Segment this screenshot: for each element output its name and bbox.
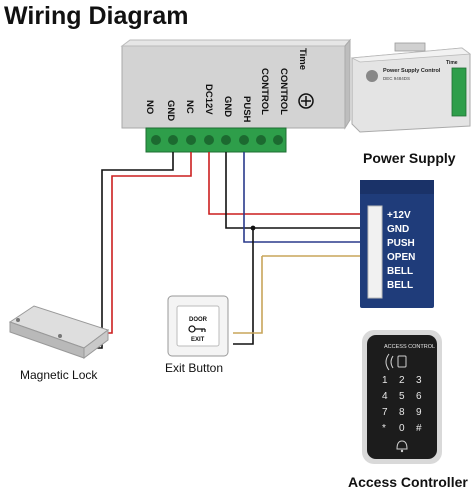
access-controller-keypad: ACCESS CONTROL 1 2 3 4 5 6 7 8 9 * 0 # [362,330,442,464]
terminal-label-gnd-1: GND [165,100,176,121]
terminal-label-dc12v: DC12V [203,84,214,115]
wire-push-blue [243,152,372,243]
wire-gnd-black [225,152,372,229]
key-7: 7 [382,407,388,418]
key-4: 4 [382,391,388,402]
power-supply-panel-model: DEC 9484DS [383,76,410,81]
reader-board: +12V GND PUSH OPEN BELL BELL [360,180,434,308]
power-supply-bracket [394,42,426,52]
exit-plate-top: DOOR [189,317,208,323]
rfid-icon [385,353,407,371]
keypad-header: ACCESS CONTROL [384,344,435,350]
wire-12v-red [208,152,372,215]
wire-exit-black [233,228,254,345]
power-supply-panel-title: Power Supply Control [383,68,441,74]
key-9: 9 [416,407,422,418]
key-3: 3 [416,375,422,386]
key-5: 5 [399,391,405,402]
board-pin-bell-1: BELL [387,266,413,277]
board-pin-push: PUSH [387,238,415,249]
terminal-label-no: NO [144,100,155,114]
bell-icon [396,440,408,453]
terminal-label-nc: NC [184,100,195,114]
exit-plate-bottom: EXIT [191,337,205,343]
access-controller-label: Access Controller [348,474,468,490]
key-6: 6 [416,391,422,402]
key-icon [188,325,206,333]
board-pin-gnd: GND [387,224,409,235]
power-supply-label: Power Supply [363,150,456,166]
power-supply-terminals [451,67,467,117]
board-connector [367,205,383,299]
terminal-screws [151,135,283,145]
junction-gnd [250,225,256,231]
wires [97,152,372,349]
exit-button-plate: DOOR EXIT [167,295,229,357]
wire-lock-black [97,152,174,349]
terminal-label-control-1: CONTROL [259,68,270,115]
terminal-label-control-2: CONTROL [278,68,289,115]
key-8: 8 [399,407,405,418]
magnetic-lock [8,305,110,359]
power-supply-unit: Power Supply Control DEC 9484DS Time [350,42,472,133]
diagram-title: Wiring Diagram [4,2,189,30]
controller-box: Time NO GND NC DC12V GND PUSH CONTROL CO… [120,38,352,130]
board-pin-open: OPEN [387,252,415,263]
exit-button-label: Exit Button [165,361,223,375]
terminal-block [145,127,287,153]
board-pin-bell-2: BELL [387,280,413,291]
terminal-label-push: PUSH [241,96,252,123]
controller-logo [298,93,314,109]
magnetic-lock-label: Magnetic Lock [20,368,98,382]
power-supply-logo [366,70,378,82]
controller-brand: Time [297,48,308,70]
board-pin-12v: +12V [387,210,411,221]
key-star: * [382,423,386,434]
key-2: 2 [399,375,405,386]
key-hash: # [416,423,422,434]
keypad-keys: 1 2 3 4 5 6 7 8 9 * 0 # [382,375,422,434]
power-supply-panel-brand: Time [446,60,458,66]
key-1: 1 [382,375,388,386]
terminal-label-gnd-2: GND [222,96,233,117]
key-0: 0 [399,423,405,434]
wire-exit-tan [233,256,263,334]
